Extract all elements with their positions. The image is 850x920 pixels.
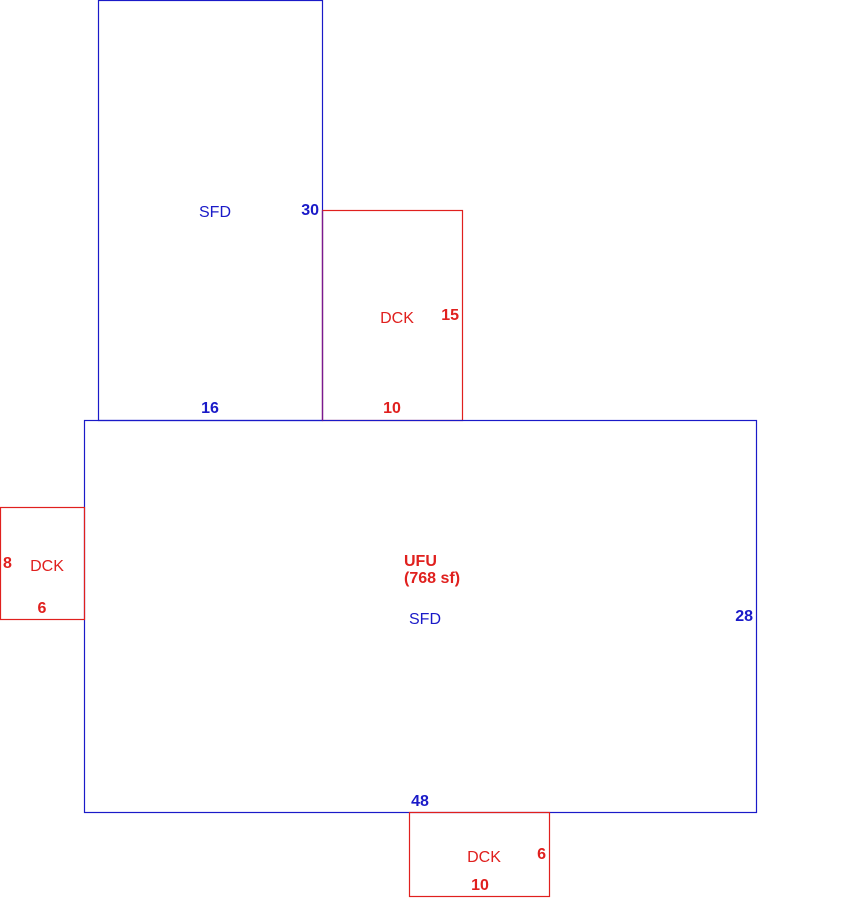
main-sfd-label: SFD xyxy=(409,611,441,628)
sfd-upper-bottom-dimension: 16 xyxy=(201,400,219,417)
deck-left-side-dimension: 8 xyxy=(3,555,12,572)
deck-left-label: DCK xyxy=(30,558,64,575)
sfd-upper-label: SFD xyxy=(199,204,231,221)
main-area-value: (768 sf) xyxy=(404,570,460,587)
deck-bottom-bottom-dimension: 10 xyxy=(471,877,489,894)
deck-bottom-side-dimension: 6 xyxy=(537,846,546,863)
main-side-dimension: 28 xyxy=(735,608,753,625)
deck-left-bottom-dimension: 6 xyxy=(38,600,47,617)
deck-bottom-label: DCK xyxy=(467,849,501,866)
deck-bottom-outline xyxy=(408,811,551,898)
sfd-upper-side-dimension: 30 xyxy=(301,202,319,219)
deck-left-outline xyxy=(0,506,86,621)
main-bottom-dimension: 48 xyxy=(411,793,429,810)
main-area-label: UFU xyxy=(404,553,437,570)
deck-upper-side-dimension: 15 xyxy=(441,307,459,324)
deck-upper-label: DCK xyxy=(380,310,414,327)
deck-upper-bottom-dimension: 10 xyxy=(383,400,401,417)
